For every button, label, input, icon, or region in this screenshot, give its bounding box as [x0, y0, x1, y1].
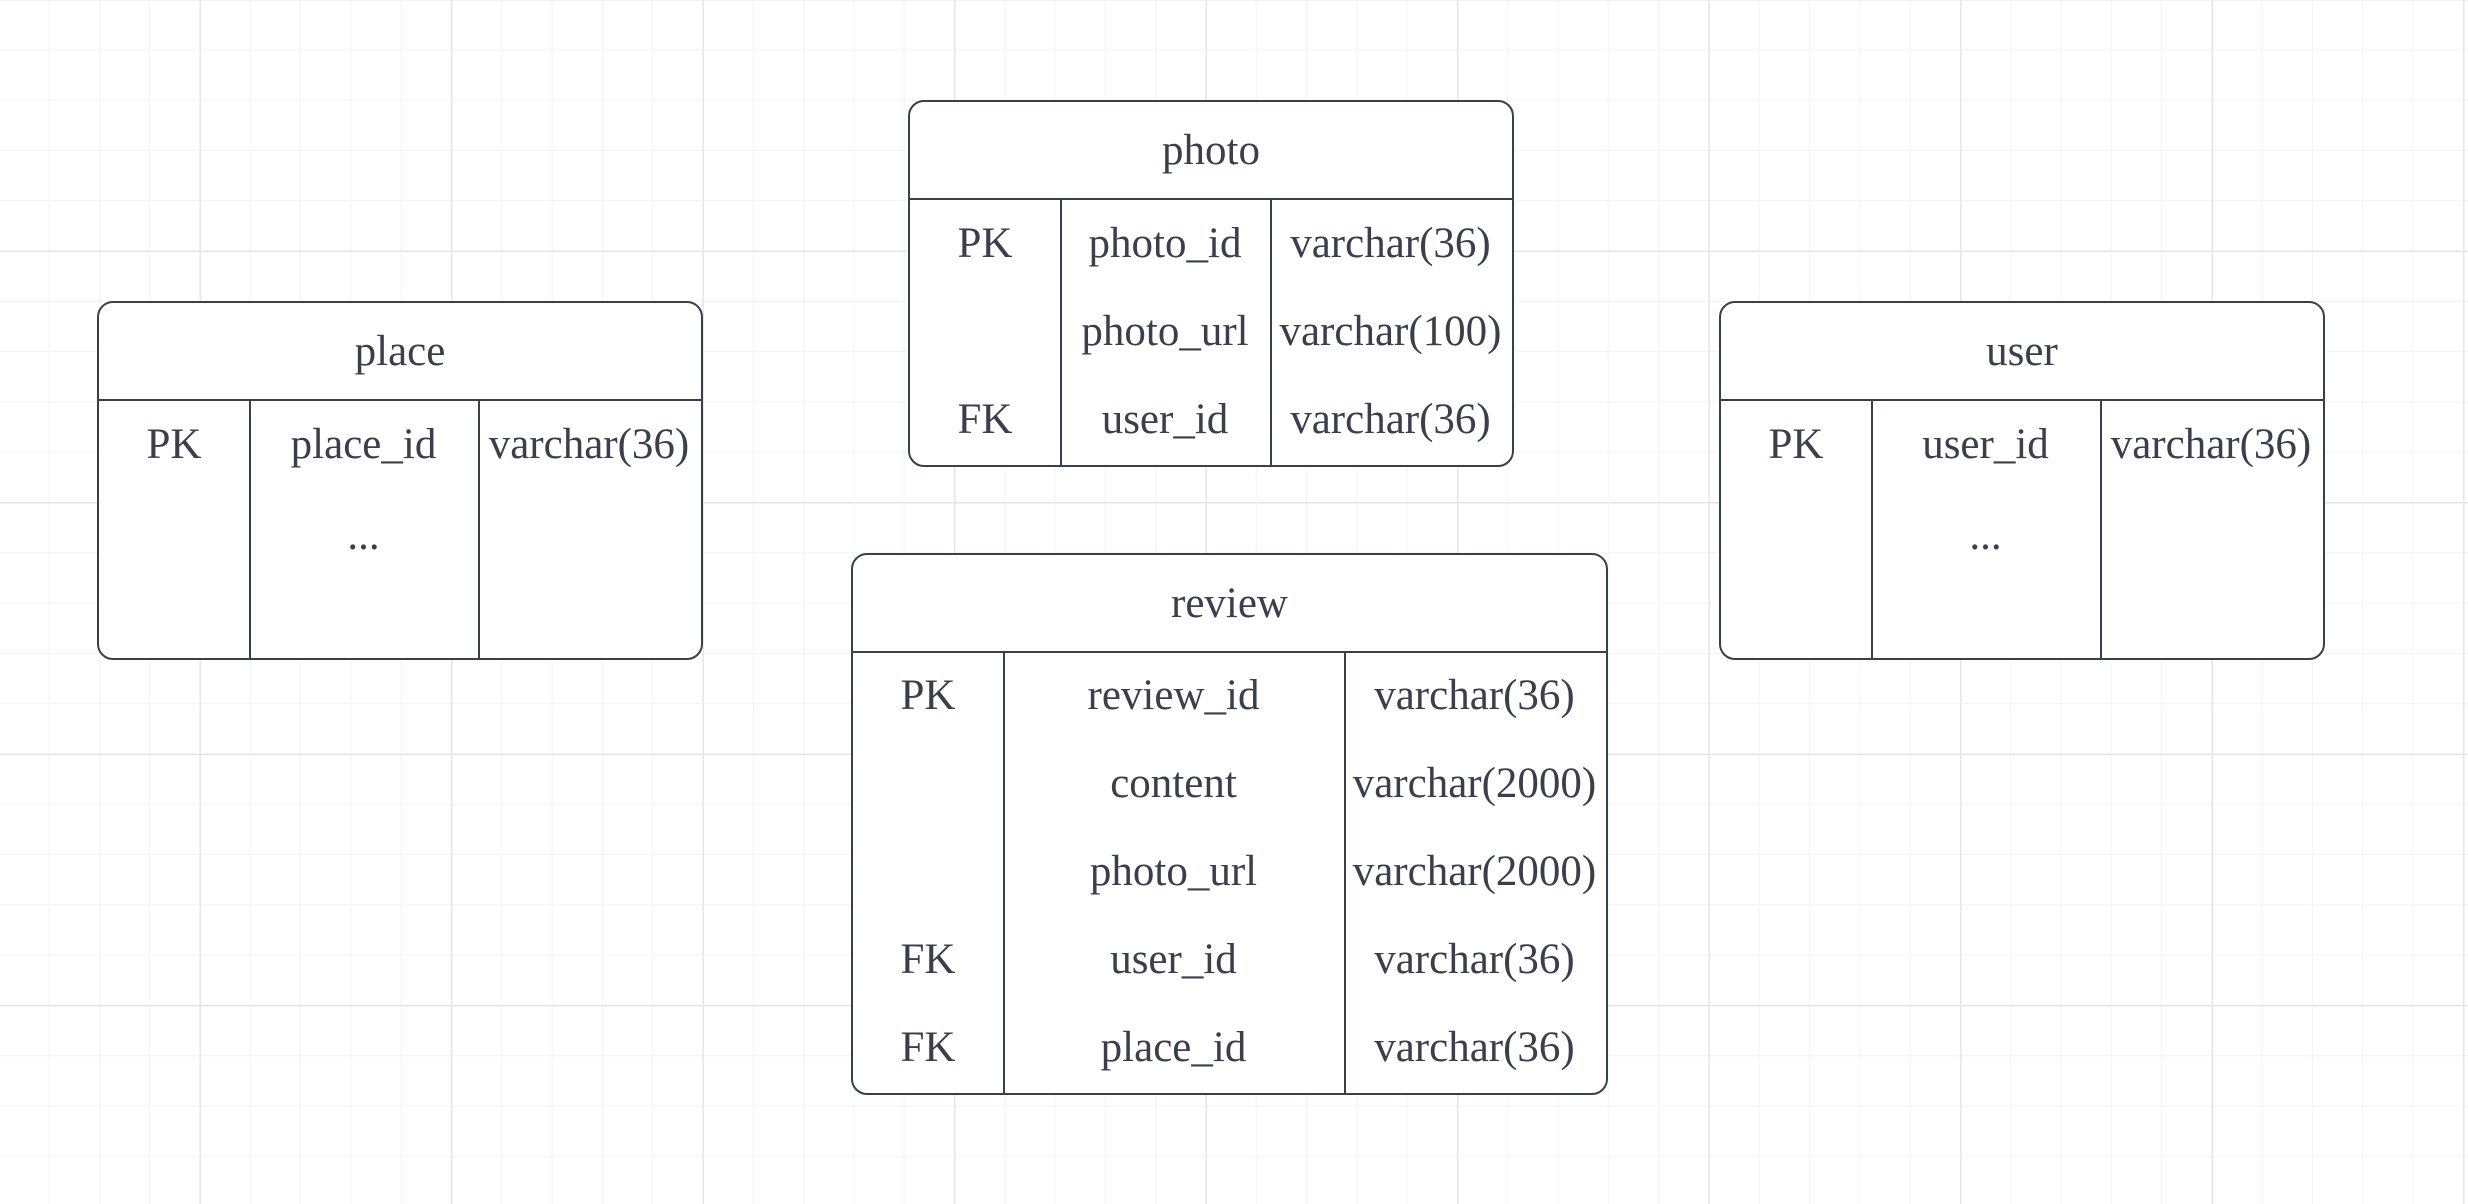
- field-name: photo_url: [1081, 307, 1249, 355]
- entity-fields: PK photo_id varchar(36) photo_url varcha…: [910, 200, 1512, 465]
- field-name: user_id: [1922, 420, 2049, 468]
- entity-title: review: [853, 555, 1606, 653]
- field-name: photo_url: [1089, 847, 1258, 895]
- field-row[interactable]: FK place_id varchar(36): [853, 1003, 1606, 1091]
- field-row[interactable]: ...: [99, 491, 701, 579]
- column-divider: [1270, 200, 1272, 465]
- field-row[interactable]: FK user_id varchar(36): [910, 375, 1512, 463]
- key-cell: [910, 287, 1060, 375]
- key-cell: FK: [900, 1023, 956, 1071]
- entity-fields: PK user_id varchar(36) ...: [1721, 401, 2323, 658]
- column-divider: [1003, 653, 1005, 1093]
- entity-title: photo: [910, 102, 1512, 200]
- field-type: varchar(36): [2110, 420, 2312, 468]
- field-type: varchar(36): [488, 420, 690, 468]
- field-row[interactable]: photo_url varchar(2000): [853, 827, 1606, 915]
- field-name: user_id: [1101, 395, 1229, 443]
- field-row[interactable]: PK place_id varchar(36): [99, 400, 701, 488]
- column-divider: [1871, 401, 1873, 658]
- entity-user[interactable]: user PK user_id varchar(36) ...: [1719, 301, 2325, 660]
- key-cell: [853, 739, 1003, 827]
- entity-title: user: [1721, 303, 2323, 401]
- entity-title: place: [99, 303, 701, 401]
- key-cell: FK: [957, 395, 1013, 443]
- key-cell: PK: [146, 420, 202, 468]
- field-row[interactable]: photo_url varchar(100): [910, 287, 1512, 375]
- key-cell: PK: [1768, 420, 1824, 468]
- entity-fields: PK review_id varchar(36) content varchar…: [853, 653, 1606, 1093]
- field-type: varchar(2000): [1352, 847, 1597, 895]
- field-row[interactable]: PK photo_id varchar(36): [910, 199, 1512, 287]
- column-divider: [249, 401, 251, 658]
- field-row[interactable]: FK user_id varchar(36): [853, 915, 1606, 1003]
- entity-photo[interactable]: photo PK photo_id varchar(36) photo_url …: [908, 100, 1514, 467]
- field-row[interactable]: ...: [1721, 491, 2323, 579]
- column-divider: [1060, 200, 1062, 465]
- entity-fields: PK place_id varchar(36) ...: [99, 401, 701, 658]
- field-type: varchar(36): [1374, 671, 1575, 719]
- column-divider: [2100, 401, 2102, 658]
- key-cell: [853, 827, 1003, 915]
- entity-review[interactable]: review PK review_id varchar(36) content …: [851, 553, 1608, 1095]
- field-row[interactable]: PK review_id varchar(36): [853, 651, 1606, 739]
- field-type: varchar(36): [1374, 1023, 1575, 1071]
- field-type: varchar(36): [1290, 219, 1491, 267]
- field-row[interactable]: PK user_id varchar(36): [1721, 400, 2323, 488]
- field-type: varchar(36): [1290, 395, 1491, 443]
- key-cell: [1721, 491, 1871, 579]
- field-type: varchar(2000): [1352, 759, 1597, 807]
- field-name: photo_id: [1088, 219, 1242, 267]
- field-name: place_id: [1100, 1023, 1247, 1071]
- key-cell: PK: [957, 219, 1013, 267]
- column-divider: [478, 401, 480, 658]
- column-divider: [1344, 653, 1346, 1093]
- field-name: user_id: [1110, 935, 1237, 983]
- field-type: [478, 491, 700, 579]
- field-row[interactable]: content varchar(2000): [853, 739, 1606, 827]
- field-type: varchar(100): [1279, 307, 1502, 355]
- field-name: review_id: [1087, 671, 1260, 719]
- field-name: ...: [1969, 511, 2002, 559]
- field-name: content: [1110, 759, 1237, 807]
- field-type: varchar(36): [1374, 935, 1575, 983]
- entity-place[interactable]: place PK place_id varchar(36) ...: [97, 301, 703, 660]
- key-cell: PK: [900, 671, 956, 719]
- field-name: ...: [347, 511, 380, 559]
- key-cell: [99, 491, 249, 579]
- field-name: place_id: [290, 420, 437, 468]
- field-type: [2100, 491, 2322, 579]
- key-cell: FK: [900, 935, 956, 983]
